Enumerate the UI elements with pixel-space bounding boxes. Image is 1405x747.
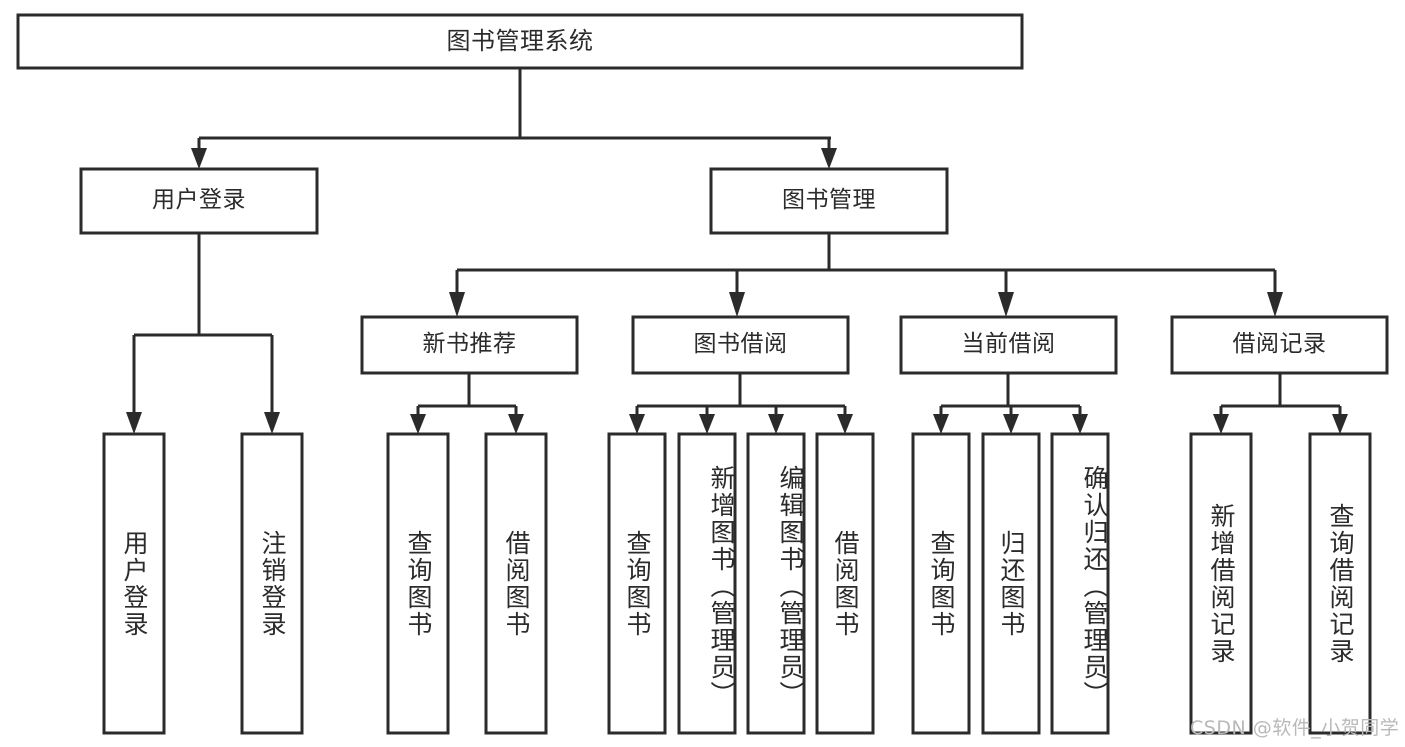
node-box-leaf-logout-login[interactable] (240, 432, 304, 735)
node-box-leaf-query-book-1[interactable] (386, 432, 450, 735)
node-box-leaf-add-book-admin[interactable] (677, 432, 737, 735)
connector-current-borrow-to-leaves (933, 373, 1088, 434)
arrow-head-book-borrow (729, 292, 745, 317)
connector-user-login-to-leaves (126, 233, 280, 434)
arrow-head-new-book-recommend (449, 292, 465, 317)
arrow-head-leaf-query-book-1 (410, 414, 426, 434)
connector-new-book-recommend-to-leaves (410, 373, 524, 434)
arrow-head-user-login (191, 148, 207, 169)
arrow-head-leaf-query-book-3 (933, 414, 949, 434)
arrow-head-borrow-record (1267, 292, 1283, 317)
node-box-root[interactable] (16, 13, 1024, 70)
node-box-book-borrow[interactable] (631, 315, 850, 375)
arrow-head-leaf-edit-book-admin (768, 414, 784, 434)
node-box-borrow-record[interactable] (1170, 315, 1389, 375)
node-box-user-login[interactable] (79, 167, 319, 235)
arrow-head-leaf-borrow-book-1 (508, 414, 524, 434)
arrow-head-leaf-add-borrow-record (1213, 414, 1229, 434)
node-box-leaf-query-book-2[interactable] (607, 432, 667, 735)
node-box-leaf-confirm-return-admin[interactable] (1050, 432, 1110, 735)
node-box-current-borrow[interactable] (899, 315, 1118, 375)
node-box-leaf-edit-book-admin[interactable] (746, 432, 806, 735)
arrow-head-leaf-return-book (1003, 414, 1019, 434)
arrow-head-leaf-confirm-return-admin (1072, 414, 1088, 434)
node-box-leaf-borrow-book-2[interactable] (815, 432, 875, 735)
connector-book-management-to-level3 (449, 233, 1283, 317)
node-box-leaf-query-book-3[interactable] (911, 432, 971, 735)
connector-root-to-level2 (191, 68, 837, 169)
node-box-leaf-add-borrow-record[interactable] (1189, 432, 1253, 735)
node-box-leaf-return-book[interactable] (981, 432, 1041, 735)
connector-book-borrow-to-leaves (629, 373, 853, 434)
arrow-head-current-borrow (998, 292, 1014, 317)
arrow-head-leaf-user-login (126, 412, 142, 434)
node-box-leaf-query-borrow-record[interactable] (1308, 432, 1372, 735)
node-box-leaf-user-login[interactable] (102, 432, 166, 735)
arrow-head-leaf-add-book-admin (699, 414, 715, 434)
arrow-head-leaf-query-book-2 (629, 414, 645, 434)
arrow-head-leaf-query-borrow-record (1332, 414, 1348, 434)
connector-borrow-record-to-leaves (1213, 373, 1348, 434)
arrow-head-leaf-borrow-book-2 (837, 414, 853, 434)
arrow-head-book-management (821, 148, 837, 169)
node-box-new-book-recommend[interactable] (360, 315, 579, 375)
arrow-head-leaf-logout-login (264, 412, 280, 434)
node-box-leaf-borrow-book-1[interactable] (484, 432, 548, 735)
node-box-book-management[interactable] (709, 167, 949, 235)
